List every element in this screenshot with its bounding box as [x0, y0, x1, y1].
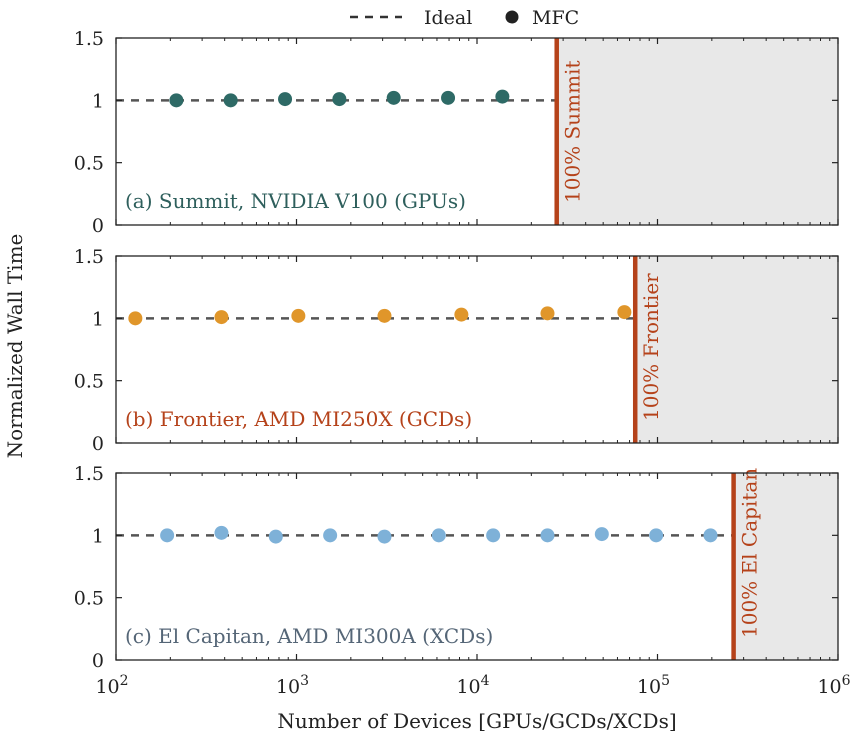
x-axis-label: Number of Devices [GPUs/GCDs/XCDs]: [277, 709, 676, 733]
x-tick-label: 103: [276, 673, 309, 698]
data-point: [214, 525, 229, 540]
x-tick-exponent: 5: [661, 673, 670, 689]
data-point: [495, 89, 510, 104]
data-point: [214, 310, 229, 325]
legend-ideal-label: Ideal: [424, 7, 472, 29]
data-point: [332, 92, 347, 107]
data-point: [278, 92, 293, 107]
data-point: [486, 528, 501, 543]
data-point: [128, 311, 143, 326]
y-tick-label: 0.5: [74, 371, 104, 393]
unavailable-region: [635, 256, 838, 443]
data-point: [268, 529, 283, 544]
data-point: [323, 528, 338, 543]
x-tick-label: 106: [817, 673, 850, 698]
data-point: [454, 307, 469, 322]
y-tick-label: 1: [92, 308, 104, 330]
machine-limit-label: 100% Frontier: [639, 273, 663, 421]
y-tick-label: 1: [92, 90, 104, 112]
y-tick-label: 0.5: [74, 153, 104, 175]
y-tick-label: 0: [92, 433, 104, 455]
panel-label: (a) Summit, NVIDIA V100 (GPUs): [125, 189, 466, 213]
y-tick-label: 0: [92, 650, 104, 672]
data-point: [169, 93, 184, 108]
unavailable-region: [556, 38, 838, 225]
machine-limit-label: 100% Summit: [561, 61, 585, 203]
data-point: [540, 306, 555, 321]
x-tick-exponent: 3: [300, 673, 309, 689]
panel-2: 100% Frontier (b) Frontier, AMD MI250X (G…: [74, 246, 839, 455]
x-tick-label: 104: [456, 673, 489, 698]
x-tick-exponent: 2: [120, 673, 129, 689]
panel-label: (b) Frontier, AMD MI250X (GCDs): [125, 407, 472, 431]
data-point: [441, 90, 456, 105]
panel-3: 100% El Capitan (c) El Capitan, AMD MI300…: [74, 463, 851, 698]
data-point: [386, 90, 401, 105]
machine-limit-label: 100% El Capitan: [738, 468, 762, 638]
legend: Ideal MFC: [350, 7, 579, 29]
data-point: [703, 528, 718, 543]
legend-mfc-marker: [505, 10, 519, 24]
data-point: [377, 308, 392, 323]
y-tick-label: 1.5: [74, 246, 104, 268]
x-tick-label: 102: [95, 673, 128, 698]
x-tick-label: 105: [637, 673, 670, 698]
y-tick-label: 1: [92, 525, 104, 547]
y-tick-label: 1.5: [74, 463, 104, 485]
data-point: [594, 527, 609, 542]
y-tick-label: 1.5: [74, 28, 104, 50]
y-tick-label: 0.5: [74, 588, 104, 610]
panel-label: (c) El Capitan, AMD MI300A (XCDs): [125, 624, 493, 648]
unavailable-region: [733, 473, 838, 660]
data-point: [617, 305, 632, 320]
data-point: [160, 528, 175, 543]
data-point: [431, 528, 446, 543]
legend-mfc-label: MFC: [532, 7, 579, 29]
data-point: [540, 528, 555, 543]
x-tick-exponent: 6: [842, 673, 851, 689]
data-point: [223, 93, 238, 108]
x-tick-exponent: 4: [481, 673, 490, 689]
y-tick-label: 0: [92, 215, 104, 237]
data-point: [649, 528, 664, 543]
y-axis-label: Normalized Wall Time: [3, 234, 27, 459]
data-point: [377, 529, 392, 544]
panel-1: 100% Summit (a) Summit, NVIDIA V100 (GPUs…: [74, 28, 839, 237]
data-point: [291, 308, 306, 323]
panels: 100% Summit (a) Summit, NVIDIA V100 (GPUs…: [74, 28, 851, 698]
